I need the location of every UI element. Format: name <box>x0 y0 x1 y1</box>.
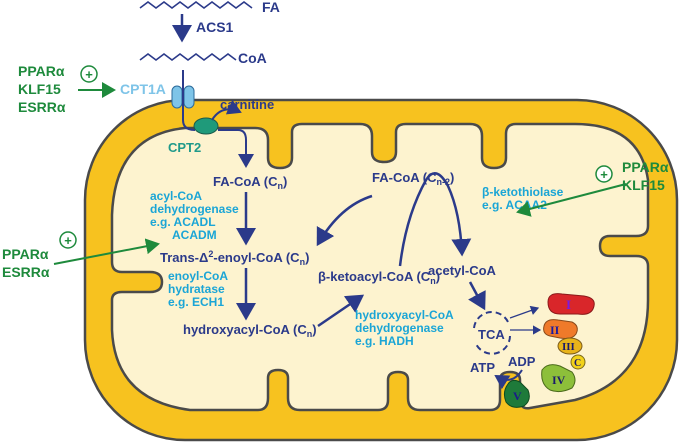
tca-label: TCA <box>478 327 505 342</box>
coa-label: CoA <box>238 50 267 66</box>
regulators-top-left: PPARα KLF15 ESRRα <box>18 63 66 115</box>
svg-text:+: + <box>85 67 93 82</box>
complex-I <box>547 293 595 315</box>
svg-text:e.g. ACADL: e.g. ACADL <box>150 215 216 229</box>
hydroxyacyl-coa-label: hydroxyacyl-CoA (Cn) <box>183 322 317 339</box>
acyl-coa-chain <box>139 53 237 61</box>
atp-synthesis-arrow <box>494 369 523 390</box>
svg-text:+: + <box>64 233 72 248</box>
svg-text:hydroxyacyl-CoA: hydroxyacyl-CoA <box>355 308 454 322</box>
svg-text:e.g. HADH: e.g. HADH <box>355 334 414 348</box>
activation-arrow-acaa2 <box>516 183 627 217</box>
complex-II-label: II <box>550 323 560 337</box>
thiolase-split-arrow <box>398 172 472 267</box>
circled-plus-icon: + <box>595 165 613 183</box>
cpt2-label: CPT2 <box>168 140 201 155</box>
svg-text:enoyl-CoA: enoyl-CoA <box>168 269 228 283</box>
fa-label: FA <box>262 0 280 15</box>
trans-enoyl-coa-label: Trans-Δ2-enoyl-CoA (Cn) <box>160 249 309 267</box>
svg-text:ESRRα: ESRRα <box>18 99 66 115</box>
svg-text:ACADM: ACADM <box>172 228 217 242</box>
complex-II <box>543 319 578 339</box>
enoyl-coa-hydratase-label: enoyl-CoA hydratase e.g. ECH1 <box>168 269 228 309</box>
tca-cycle <box>473 311 511 355</box>
transport-line <box>182 70 196 131</box>
carnitine-arrow <box>211 99 242 121</box>
fa-chain <box>139 1 253 9</box>
acs1-label: ACS1 <box>196 19 234 35</box>
svg-text:e.g. ACAA2: e.g. ACAA2 <box>482 198 547 212</box>
cytochrome-c <box>570 354 586 370</box>
tca-to-complex-I-arrow <box>509 305 540 319</box>
svg-text:PPARα: PPARα <box>18 63 65 79</box>
svg-text:e.g. ECH1: e.g. ECH1 <box>168 295 224 309</box>
atp-label: ATP <box>470 360 495 375</box>
complex-III <box>557 337 583 355</box>
complex-III-label: III <box>562 341 575 353</box>
hydroxyacyl-coa-dehydrogenase-label: hydroxyacyl-CoA dehydrogenase e.g. HADH <box>355 308 454 348</box>
svg-text:dehydrogenase: dehydrogenase <box>355 321 444 335</box>
complex-I-label: I <box>566 297 571 312</box>
svg-text:+: + <box>600 167 608 182</box>
carnitine-label: carnitine <box>220 97 274 112</box>
svg-text:hydratase: hydratase <box>168 282 225 296</box>
inner-membrane-matrix <box>110 122 650 412</box>
regulators-right: PPARα KLF15 <box>622 159 669 193</box>
cpt1a-label: CPT1A <box>120 81 166 97</box>
activation-arrow-acad <box>53 238 160 265</box>
svg-text:β-ketothiolase: β-ketothiolase <box>482 185 564 199</box>
facoa-cn-label: FA-CoA (Cn) <box>213 174 287 191</box>
svg-text:KLF15: KLF15 <box>622 177 665 193</box>
adp-label: ADP <box>508 354 536 369</box>
complex-C-label: C <box>574 358 581 369</box>
ketoacyl-coa-label: β-ketoacyl-CoA (Cn) <box>318 269 440 286</box>
svg-text:PPARα: PPARα <box>2 246 49 262</box>
facoa-cn2-label: FA-CoA (Cn-2) <box>372 170 454 187</box>
svg-text:acyl-CoA: acyl-CoA <box>150 189 202 203</box>
svg-text:PPARα: PPARα <box>622 159 669 175</box>
cpt2-to-facoa-arrow <box>218 129 254 168</box>
complex-IV-label: IV <box>552 373 566 387</box>
circled-plus-icon: + <box>59 231 77 249</box>
circled-plus-icon: + <box>80 65 98 83</box>
svg-text:KLF15: KLF15 <box>18 81 61 97</box>
step3-arrow <box>317 294 365 328</box>
acetyl-coa-label: acetyl-CoA <box>428 263 497 278</box>
complex-V-label: V <box>513 389 522 403</box>
svg-text:dehydrogenase: dehydrogenase <box>150 202 239 216</box>
regulators-left: PPARα ESRRα <box>2 246 50 280</box>
oval-icon <box>193 117 219 135</box>
complex-IV <box>541 364 576 393</box>
complex-V <box>503 379 530 408</box>
to-tca-arrow <box>468 281 486 311</box>
acyl-coa-dehydrogenase-label: acyl-CoA dehydrogenase e.g. ACADL ACADM <box>150 189 239 242</box>
svg-text:ESRRα: ESRRα <box>2 264 50 280</box>
recycle-arrow <box>316 194 373 247</box>
